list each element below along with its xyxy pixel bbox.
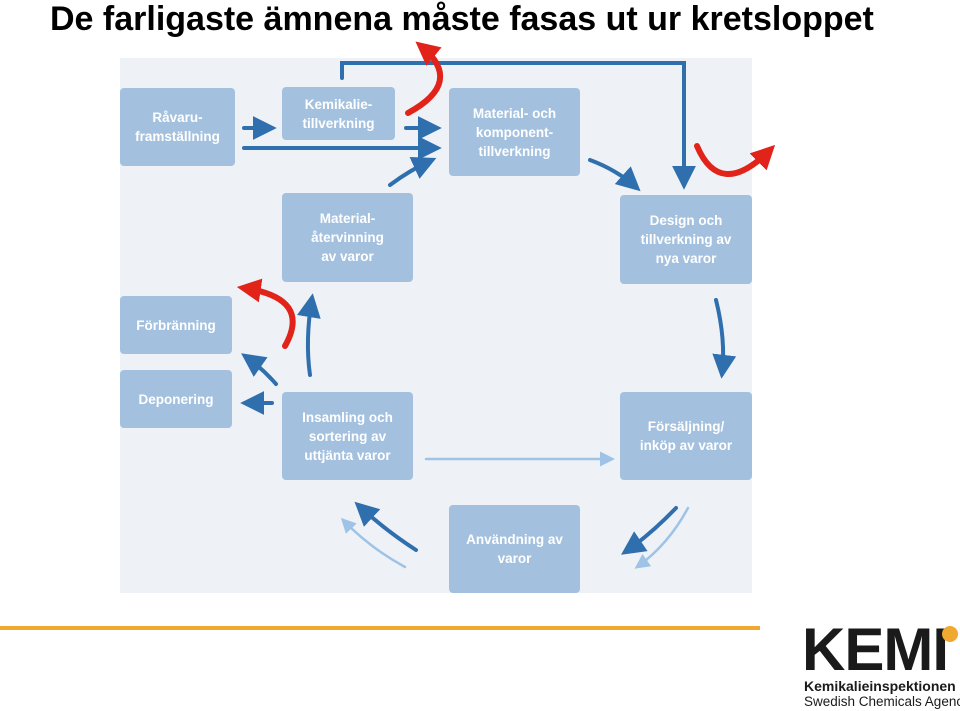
arrow-return-right bbox=[634, 506, 690, 569]
arrow-insamling-to-forbranning bbox=[241, 353, 278, 386]
node-forsaljning-inkop: Försäljning/ inköp av varor bbox=[620, 392, 752, 480]
arrow-material-to-design bbox=[588, 158, 641, 192]
node-forbranning: Förbränning bbox=[120, 296, 232, 354]
arrow-anvandning-to-insamling bbox=[354, 501, 418, 552]
arrow-recycling-to-material bbox=[388, 157, 437, 187]
node-kemikalietillverkning: Kemikalie- tillverkning bbox=[282, 87, 395, 140]
node-anvandning: Användning av varor bbox=[449, 505, 580, 593]
node-deponering: Deponering bbox=[120, 370, 232, 428]
arrow-return-left bbox=[340, 517, 407, 569]
phase-out-arrow-top bbox=[405, 41, 444, 116]
node-insamling-sortering: Insamling och sortering av uttjänta varo… bbox=[282, 392, 413, 480]
footer-rule bbox=[0, 626, 760, 630]
logo-wordmark: KEMI bbox=[802, 616, 949, 683]
node-design-tillverkning: Design och tillverkning av nya varor bbox=[620, 195, 752, 284]
arrow-top-loop-to-design bbox=[340, 61, 696, 190]
phase-out-arrow-left bbox=[236, 278, 296, 349]
node-materialatervinning: Material- återvinning av varor bbox=[282, 193, 413, 282]
node-ravaruframstallning: Råvaru- framställning bbox=[120, 88, 235, 166]
arrow-forsaljning-to-anvandning bbox=[621, 506, 678, 555]
logo-name-en: Swedish Chemicals Agency bbox=[804, 694, 960, 709]
logo-name-sv: Kemikalieinspektionen bbox=[804, 678, 956, 694]
arrow-design-to-forsaljning bbox=[712, 298, 737, 379]
logo-dot bbox=[942, 626, 958, 642]
node-material-komponenttillverkning: Material- och komponent- tillverkning bbox=[449, 88, 580, 176]
slide-title: De farligaste ämnena måste fasas ut ur k… bbox=[50, 0, 874, 38]
kemi-logo: KEMI Kemikalieinspektionen Swedish Chemi… bbox=[800, 620, 960, 711]
arrow-insamling-to-recycling bbox=[297, 293, 321, 377]
phase-out-arrow-right bbox=[694, 143, 776, 177]
